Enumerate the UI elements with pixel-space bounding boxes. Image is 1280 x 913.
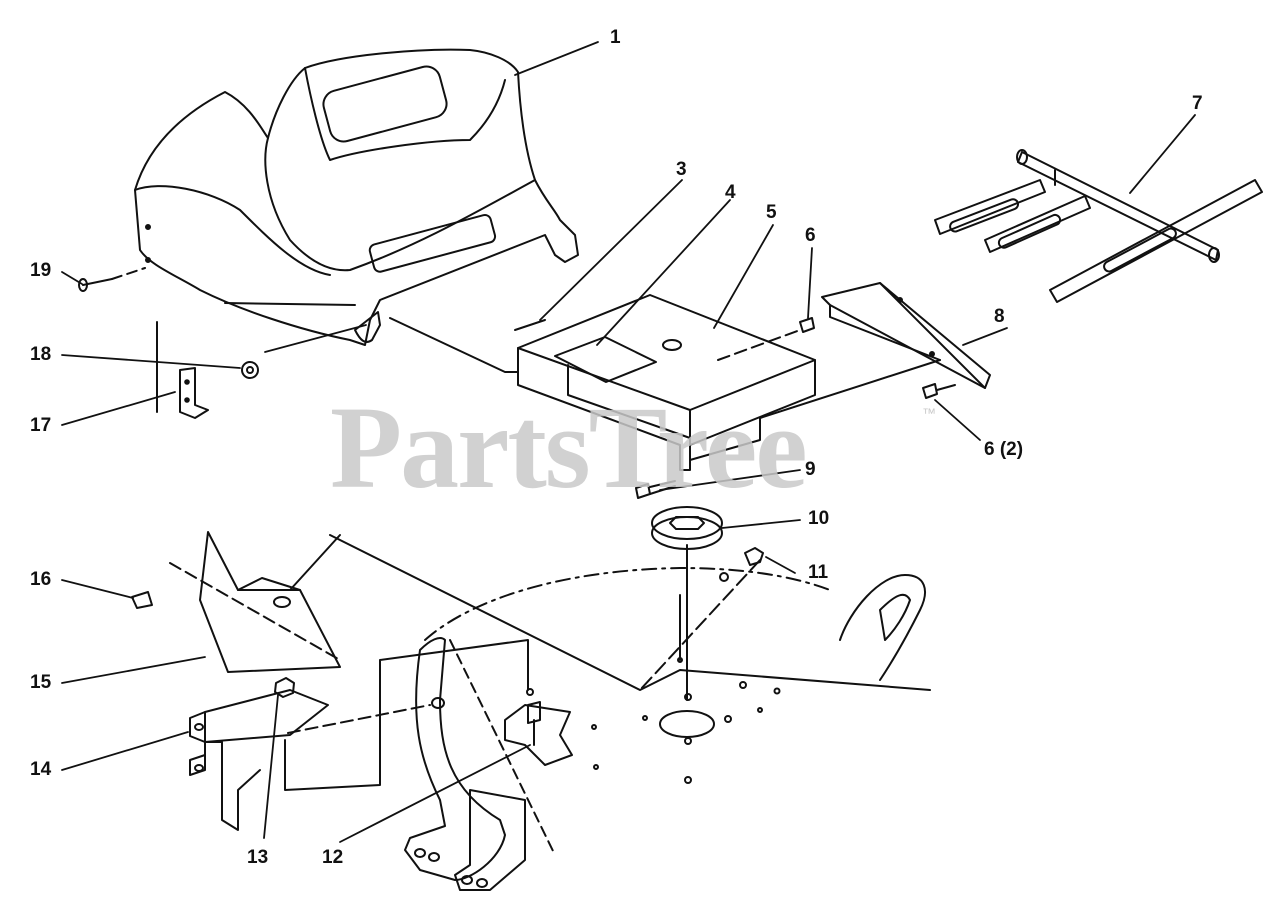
panel-box-part — [389, 294, 816, 471]
callout-1: 1 — [610, 27, 621, 48]
callout-3: 3 — [676, 159, 687, 180]
angle-bracket-part — [689, 282, 991, 461]
callout-8: 8 — [994, 306, 1005, 327]
callout-17: 17 — [30, 415, 52, 436]
nut-part — [241, 361, 259, 379]
lift-arm-part — [404, 637, 556, 891]
bracket-part — [156, 321, 209, 419]
callout-15: 15 — [30, 672, 52, 693]
seat-part — [134, 48, 579, 346]
callout-13: 13 — [247, 847, 269, 868]
leader-lines — [61, 41, 1196, 843]
callout-12: 12 — [322, 847, 344, 868]
callout-9: 9 — [805, 459, 816, 480]
callout-5: 5 — [766, 202, 777, 223]
trademark-mark: ™ — [922, 405, 936, 421]
callout-14: 14 — [30, 759, 52, 780]
pulley-part — [651, 506, 723, 701]
pin-part — [78, 267, 146, 292]
screw-part — [131, 591, 153, 609]
callout-10: 10 — [808, 508, 830, 529]
callout-16: 16 — [30, 569, 52, 590]
spindle-plate-part — [504, 688, 573, 766]
locknut-part — [744, 547, 764, 566]
callout-6: 6 — [805, 225, 816, 246]
deflector-part — [169, 531, 341, 673]
callout-4: 4 — [725, 182, 736, 203]
deck-outline — [329, 534, 931, 784]
bolts-part — [799, 317, 956, 399]
mount-rack-part — [934, 149, 1263, 303]
callout-18: 18 — [30, 344, 52, 365]
callout-19: 19 — [30, 260, 52, 281]
callout-11: 11 — [808, 562, 829, 583]
callout-7: 7 — [1192, 93, 1203, 114]
callout-6-qty: 6 (2) — [984, 439, 1024, 460]
hex-nut-part — [274, 677, 295, 698]
watermark: PartsTree — [330, 382, 808, 513]
chute-bracket-part — [189, 639, 529, 831]
